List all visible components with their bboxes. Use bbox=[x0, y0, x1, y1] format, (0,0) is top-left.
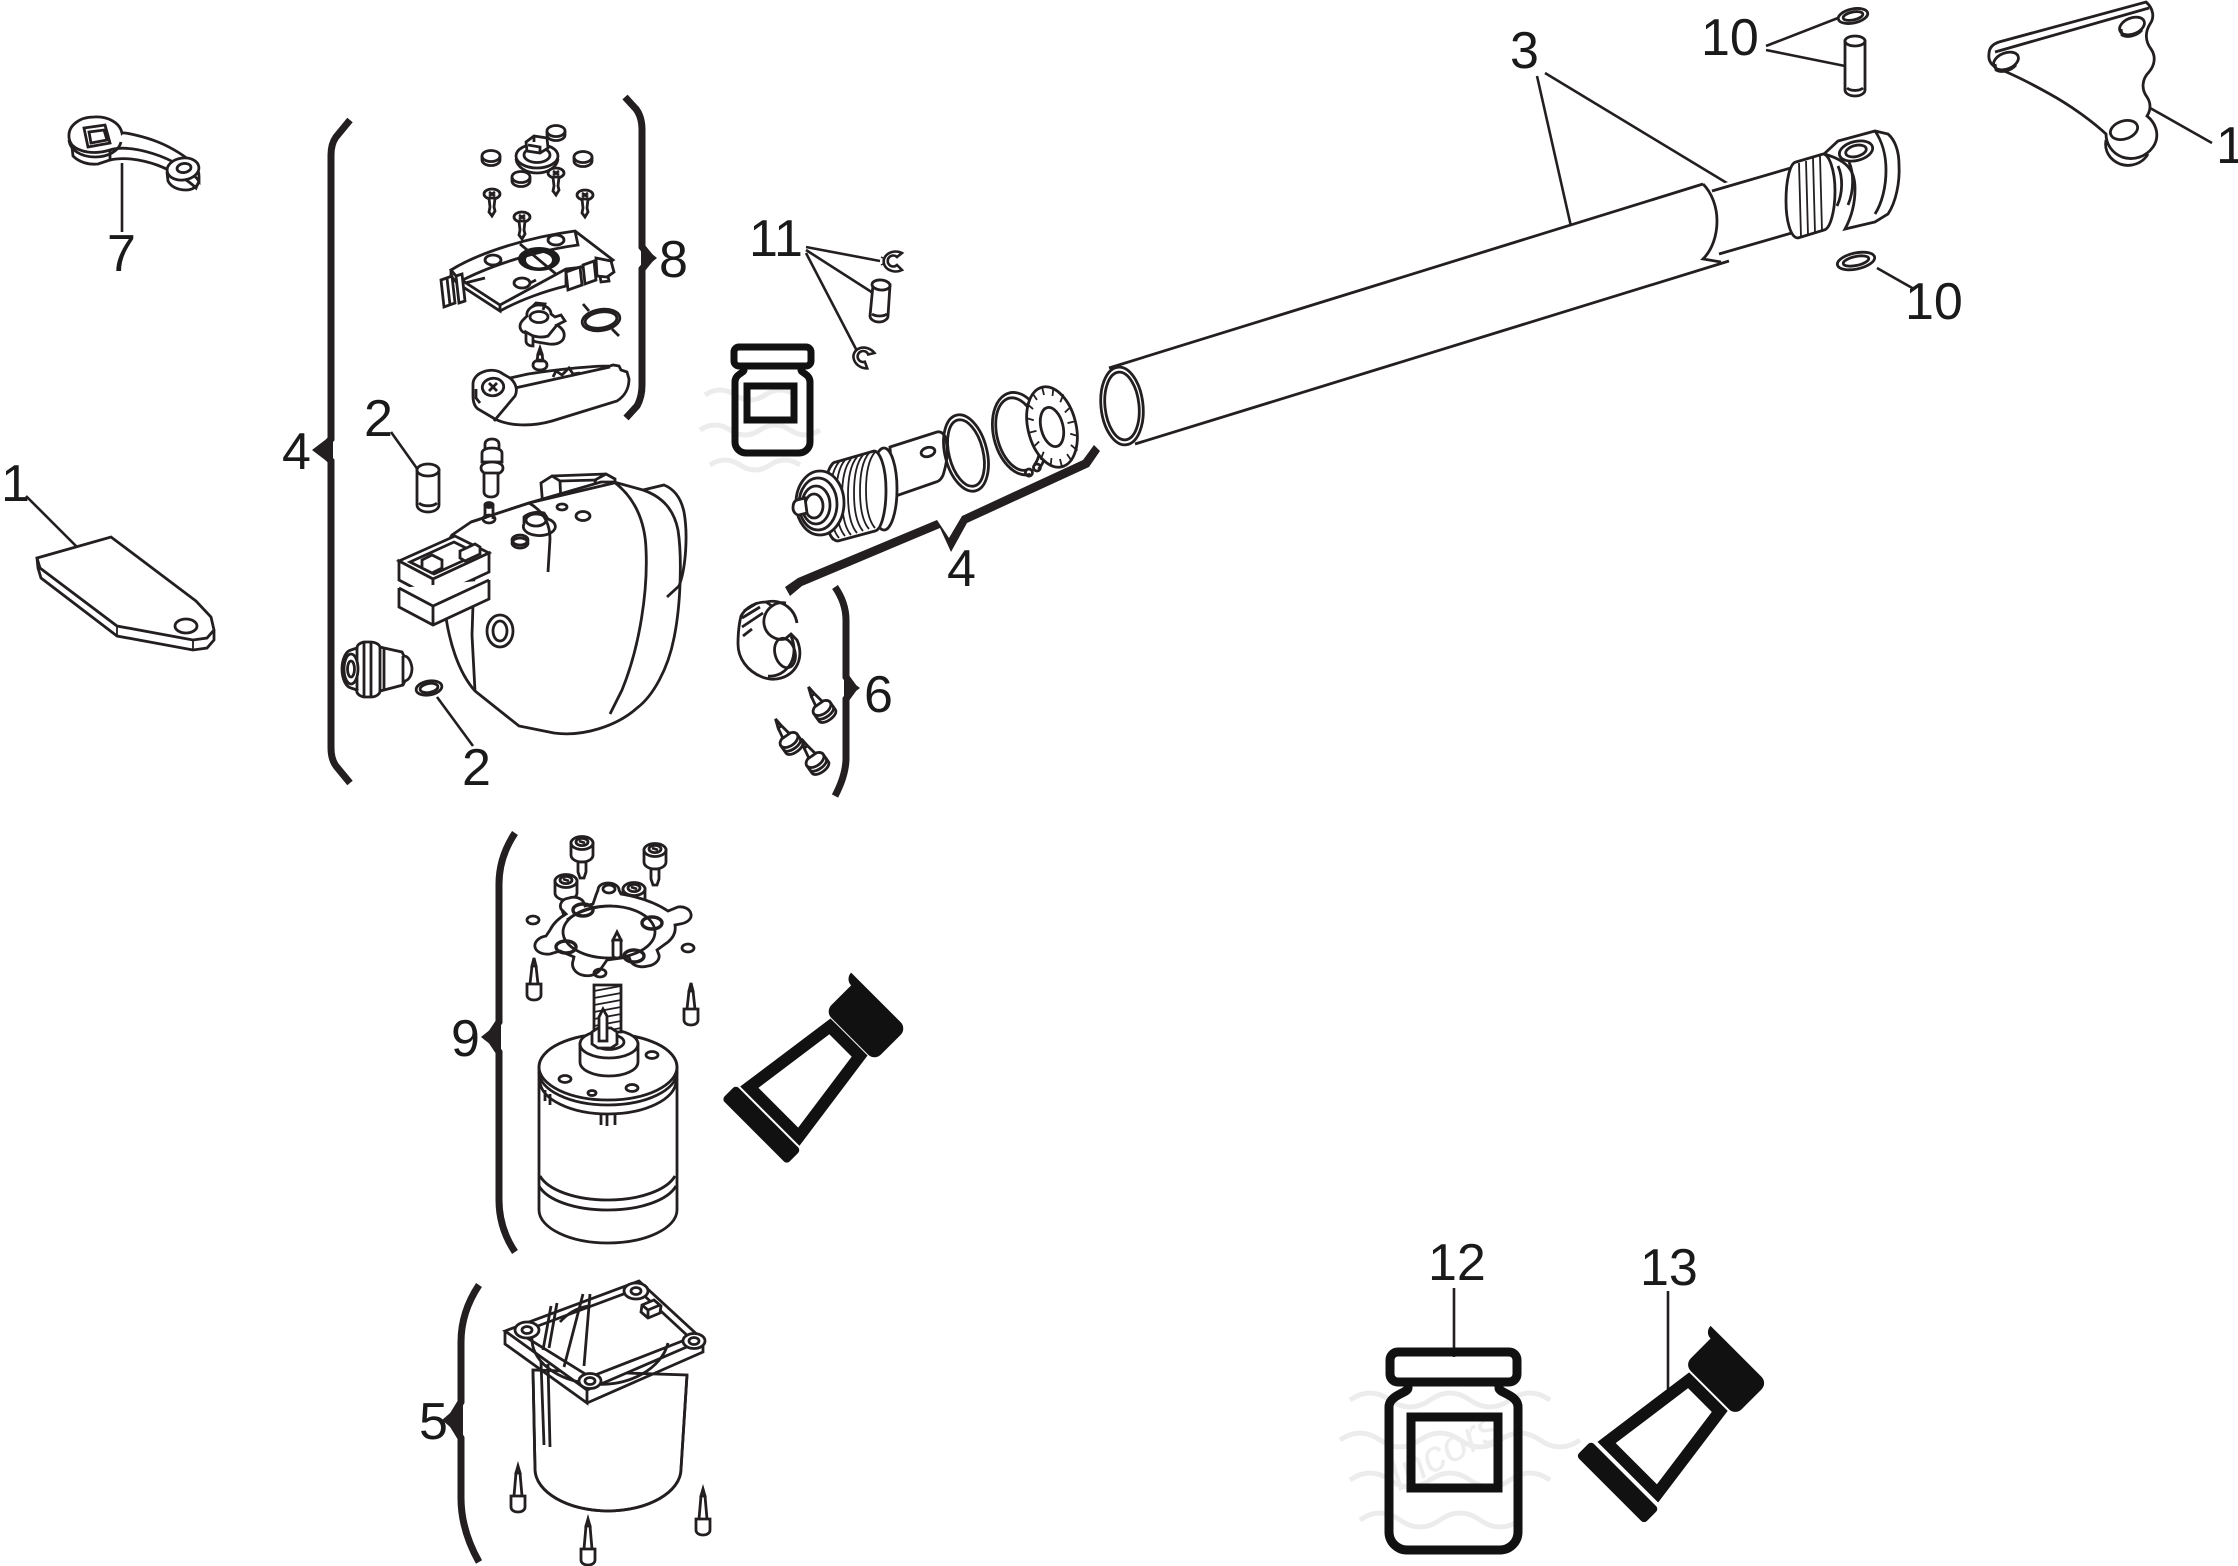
svg-text:2: 2 bbox=[364, 390, 393, 448]
svg-text:6: 6 bbox=[864, 666, 893, 724]
svg-text:2: 2 bbox=[462, 739, 491, 797]
svg-text:9: 9 bbox=[451, 1010, 480, 1068]
svg-text:8: 8 bbox=[659, 231, 688, 289]
svg-text:3: 3 bbox=[1510, 22, 1539, 80]
svg-text:11: 11 bbox=[749, 210, 803, 268]
svg-text:7: 7 bbox=[107, 225, 136, 283]
svg-text:1: 1 bbox=[2216, 117, 2238, 175]
svg-text:1: 1 bbox=[1, 455, 30, 513]
svg-text:4: 4 bbox=[282, 423, 311, 481]
svg-text:10: 10 bbox=[1905, 273, 1963, 331]
svg-text:12: 12 bbox=[1428, 1234, 1486, 1292]
svg-text:13: 13 bbox=[1640, 1239, 1698, 1297]
svg-text:10: 10 bbox=[1701, 9, 1759, 67]
svg-text:5: 5 bbox=[419, 1393, 448, 1451]
